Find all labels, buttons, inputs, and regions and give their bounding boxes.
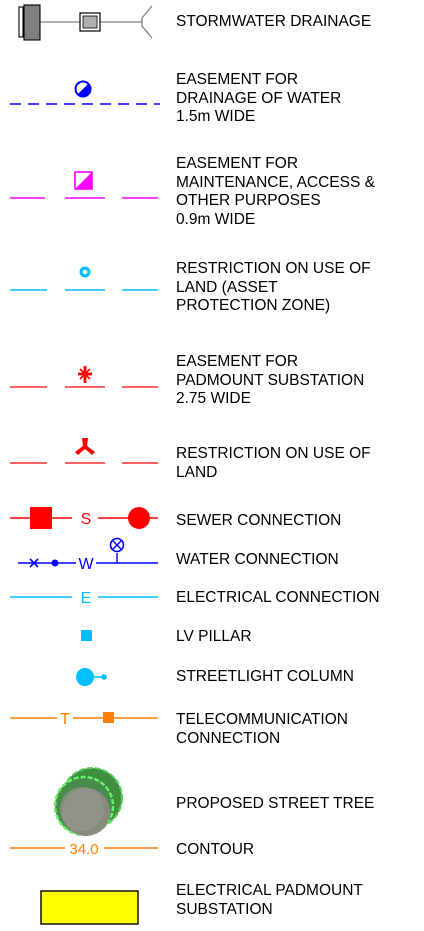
red-dashed-line-with-star-icon: [10, 366, 158, 388]
label-electrical: ELECTRICAL CONNECTION: [176, 589, 380, 606]
label-padmount: ELECTRICAL PADMOUNT SUBSTATION: [176, 882, 363, 918]
label-water: WATER CONNECTION: [176, 551, 339, 568]
label-restriction-land: RESTRICTION ON USE OF LAND: [176, 445, 371, 481]
label-stormwater: STORMWATER DRAINAGE: [176, 13, 372, 30]
streetlight-column-icon: [76, 668, 107, 686]
red-dashed-line-with-tripod-icon: [10, 438, 158, 464]
stormwater-drainage-icon: [18, 4, 153, 41]
sewer-connection-icon: S: [10, 507, 158, 529]
padmount-substation-icon: [40, 890, 139, 925]
label-easement-drainage: EASEMENT FOR DRAINAGE OF WATER 1.5m WIDE: [176, 71, 342, 125]
contour-line-icon: 34.0: [10, 841, 158, 858]
label-contour: CONTOUR: [176, 841, 255, 858]
sewer-letter: S: [81, 511, 92, 528]
blue-dashed-line-with-circle-icon: [10, 80, 160, 105]
lv-pillar-icon: [81, 630, 92, 641]
cyan-dashed-line-with-ring-icon: [10, 266, 158, 291]
label-telecom: TELECOMMUNICATION CONNECTION: [176, 711, 348, 747]
magenta-dashed-line-with-square-icon: [10, 171, 158, 199]
label-easement-maintenance: EASEMENT FOR MAINTENANCE, ACCESS & OTHER…: [176, 155, 375, 228]
electrical-connection-icon: E: [10, 590, 158, 607]
contour-value: 34.0: [69, 841, 98, 858]
water-letter: W: [78, 556, 94, 573]
telecommunication-connection-icon: T: [10, 711, 158, 728]
label-easement-padmount: EASEMENT FOR PADMOUNT SUBSTATION 2.75 WI…: [176, 353, 365, 407]
label-restriction-apz: RESTRICTION ON USE OF LAND (ASSET PROTEC…: [176, 260, 371, 314]
water-connection-icon: W: [18, 537, 158, 573]
label-tree: PROPOSED STREET TREE: [176, 795, 375, 812]
electrical-letter: E: [81, 590, 92, 607]
label-streetlight: STREETLIGHT COLUMN: [176, 668, 354, 685]
telecom-letter: T: [60, 711, 70, 728]
street-tree-icon: [53, 767, 123, 837]
label-sewer: SEWER CONNECTION: [176, 512, 342, 529]
label-lv-pillar: LV PILLAR: [176, 628, 252, 645]
